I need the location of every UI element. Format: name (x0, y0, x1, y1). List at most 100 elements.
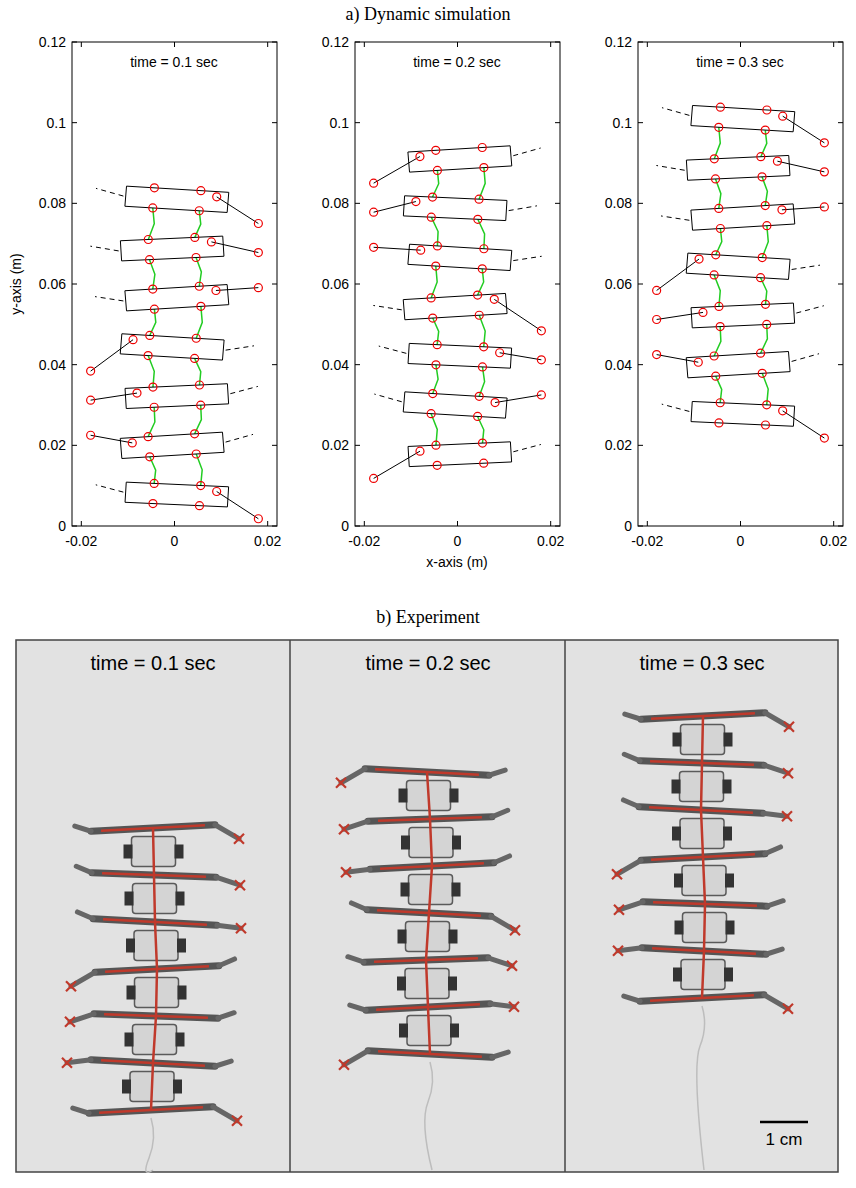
stance-leg (782, 207, 824, 210)
link-joint (192, 450, 200, 458)
stance-leg (216, 288, 258, 291)
link-joint (150, 403, 158, 411)
segment-body (125, 384, 229, 409)
hip-joint (491, 399, 499, 407)
foot-point (370, 474, 378, 482)
simulation-plot (638, 42, 843, 526)
motor (725, 874, 734, 888)
segment-body (691, 105, 795, 131)
axis-tick (555, 284, 560, 285)
tick-label: 0.04 (605, 357, 632, 373)
motor (724, 968, 733, 982)
link-joint (144, 433, 152, 441)
tick-label: 0 (624, 518, 632, 534)
foot-marker (784, 722, 794, 732)
tick-label: 0.06 (322, 276, 349, 292)
link-joint (761, 202, 769, 210)
tick-label: 0 (171, 533, 179, 549)
link-joint (192, 334, 200, 342)
link-joint (712, 175, 720, 183)
photo-divider (289, 640, 291, 1172)
link-joint (475, 392, 483, 400)
foot-point (254, 220, 262, 228)
tick-label: 0.12 (39, 34, 66, 50)
motor (723, 827, 732, 841)
tick-label: 0.04 (39, 357, 66, 373)
tether-wire (146, 1118, 154, 1172)
spring-link (714, 127, 720, 159)
stance-leg (374, 157, 420, 184)
axis-tick (272, 445, 277, 446)
axis-tick (355, 284, 360, 285)
link-joint (758, 254, 766, 262)
segment-body (120, 432, 224, 458)
link-joint (716, 225, 724, 233)
motor (675, 921, 684, 935)
idle-leg (662, 404, 690, 411)
spring-link (148, 356, 154, 388)
link-joint (761, 300, 769, 308)
link-joint (149, 204, 157, 212)
link-joint (197, 187, 205, 195)
hip-joint (416, 447, 424, 455)
link-joint (146, 256, 154, 264)
foot-marker (234, 834, 244, 844)
link-joint (712, 251, 720, 259)
foot-point (370, 179, 378, 187)
axis-tick (272, 42, 277, 43)
motor (176, 1033, 185, 1047)
link-joint (715, 419, 723, 427)
link-joint (150, 305, 158, 313)
tick-label: 0.02 (537, 533, 564, 549)
tick-label: -0.02 (348, 533, 380, 549)
link-joint (429, 193, 437, 201)
axis-tick (267, 42, 268, 47)
link-joint (478, 265, 486, 273)
link-joint (763, 320, 771, 328)
foot-point (820, 168, 828, 176)
foot-marker (232, 1116, 242, 1126)
hip-joint (779, 407, 787, 415)
foot-marker (65, 1017, 75, 1027)
axis-tick (272, 526, 277, 527)
axis-tick (838, 42, 843, 43)
axis-tick (355, 445, 360, 446)
segment-body (120, 334, 224, 360)
axis-tick (550, 42, 551, 47)
stance-leg (91, 435, 133, 443)
axis-tick (638, 203, 643, 204)
link-joint (475, 311, 483, 319)
link-joint (715, 123, 723, 131)
hip-joint (695, 255, 703, 263)
axis-title: y-axis (m) (8, 253, 24, 314)
motor (724, 733, 733, 747)
segment-body (403, 392, 507, 418)
stance-leg (211, 242, 258, 253)
axis-tick (740, 42, 741, 47)
time-label: time = 0.2 sec (413, 54, 501, 70)
foot-point (254, 284, 262, 292)
link-joint (761, 421, 769, 429)
tick-label: 0 (454, 533, 462, 549)
idle-leg (226, 346, 254, 350)
foot-marker (783, 768, 793, 778)
link-joint (429, 314, 437, 322)
link-joint (429, 390, 437, 398)
link-joint (149, 383, 157, 391)
motor (401, 836, 410, 850)
photo-divider (564, 640, 566, 1172)
axis-tick (838, 203, 843, 204)
idle-leg (792, 265, 820, 269)
motor (673, 968, 682, 982)
axis-tick (272, 284, 277, 285)
time-label: time = 0.1 sec (130, 54, 218, 70)
axis-tick (72, 203, 77, 204)
hip-joint (128, 439, 136, 447)
tick-label: 0.02 (322, 437, 349, 453)
idle-leg (230, 386, 258, 393)
hip-joint (694, 358, 702, 366)
axis-tick (555, 526, 560, 527)
link-joint (478, 144, 486, 152)
motor (723, 780, 732, 794)
tick-label: 0.04 (322, 357, 349, 373)
